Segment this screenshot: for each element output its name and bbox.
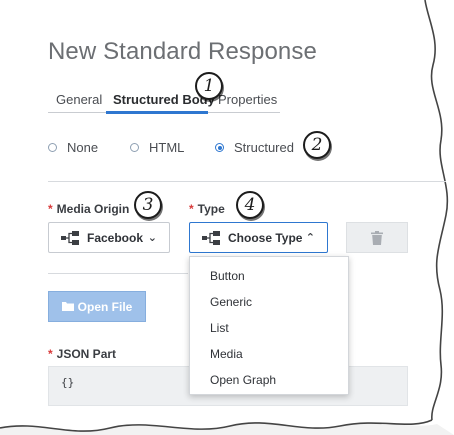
type-option-button[interactable]: Button — [210, 269, 245, 283]
callout-3: 3 — [134, 191, 162, 219]
tab-properties[interactable]: Properties — [218, 92, 278, 107]
radio-structured[interactable]: Structured — [215, 140, 294, 155]
section-divider — [48, 181, 446, 182]
callout-1: 1 — [195, 72, 223, 100]
radio-none-circle[interactable] — [48, 143, 57, 152]
callout-4: 4 — [236, 191, 264, 219]
type-option-list[interactable]: List — [210, 321, 229, 335]
chevron-up-icon: ⌃ — [305, 232, 315, 244]
media-origin-select[interactable]: Facebook ⌄ — [48, 222, 170, 253]
json-part-label-text: JSON Part — [56, 347, 117, 361]
type-dropdown-menu: Button Generic List Media Open Graph — [189, 256, 349, 395]
type-option-media[interactable]: Media — [210, 347, 243, 361]
radio-none-label: None — [67, 140, 99, 155]
radio-none[interactable]: None — [48, 140, 98, 155]
section-divider-2 — [48, 273, 188, 274]
open-file-button[interactable]: Open File — [48, 291, 146, 322]
trash-icon — [371, 230, 383, 245]
type-option-generic[interactable]: Generic — [210, 295, 253, 309]
media-origin-value: Facebook — [87, 230, 144, 245]
page-title: New Standard Response — [48, 38, 317, 65]
media-origin-label: *Media Origin — [48, 202, 129, 216]
type-label: *Type — [189, 202, 225, 216]
folder-icon — [61, 300, 74, 314]
tab-structured-body[interactable]: Structured Body — [113, 92, 215, 107]
tree-branch-icon — [61, 230, 79, 245]
type-select[interactable]: Choose Type ⌃ — [189, 222, 328, 253]
required-asterisk: * — [48, 202, 53, 216]
radio-html-label: HTML — [149, 140, 185, 155]
radio-html-circle[interactable] — [130, 143, 139, 152]
json-part-label: *JSON Part — [48, 347, 116, 361]
radio-structured-circle[interactable] — [215, 143, 224, 152]
active-tab-indicator — [106, 111, 208, 114]
type-value: Choose Type — [228, 230, 303, 245]
media-origin-label-text: Media Origin — [56, 202, 130, 216]
tab-general[interactable]: General — [56, 92, 103, 107]
open-file-label: Open File — [77, 299, 133, 314]
chevron-down-icon: ⌄ — [147, 232, 157, 244]
callout-2: 2 — [303, 131, 331, 159]
required-asterisk: * — [48, 347, 53, 361]
type-label-text: Type — [197, 202, 225, 216]
delete-button[interactable] — [346, 222, 408, 253]
tree-branch-icon — [202, 230, 220, 245]
radio-html[interactable]: HTML — [130, 140, 184, 155]
type-option-open-graph[interactable]: Open Graph — [210, 373, 277, 387]
radio-structured-label: Structured — [234, 140, 294, 155]
required-asterisk: * — [189, 202, 194, 216]
